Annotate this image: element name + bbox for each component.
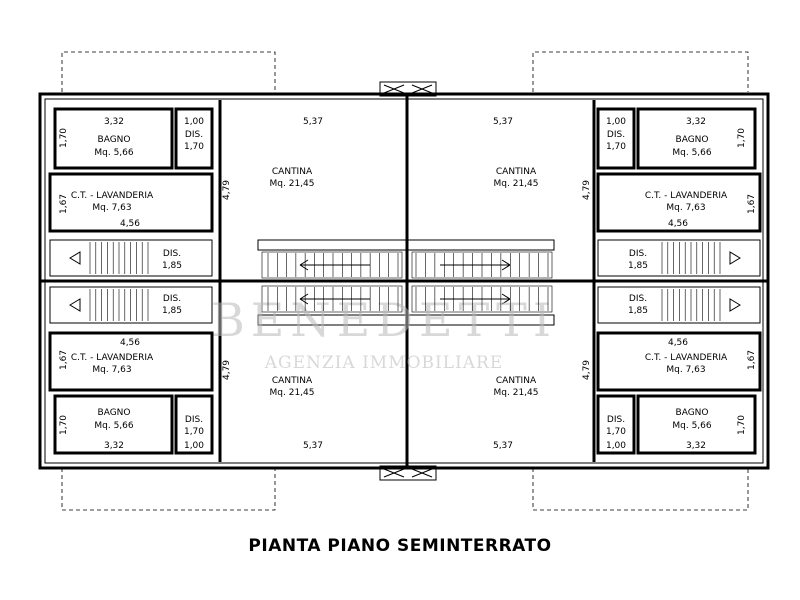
room-ct: C.T. - LAVANDERIA [71,191,154,201]
dim-ct-width: 4,56 [668,338,688,348]
room-cantina-area: Mq. 21,45 [494,388,539,398]
room-dis: DIS. [629,294,647,304]
dim-bagno-width: 3,32 [686,441,706,451]
watermark: BENEDETTI AGENZIA IMMOBILIARE [211,293,557,373]
room-boxes [48,107,762,455]
dim-ct-height: 1,67 [747,350,757,370]
room-cantina: CANTINA [272,167,313,177]
room-dis: DIS. [607,130,625,140]
room-bagno: BAGNO [676,135,709,145]
room-bagno: BAGNO [98,135,131,145]
room-dis-size: 1,70 [184,427,204,437]
dim-bagno-height: 1,70 [59,415,69,435]
dim-dis-width: 1,00 [606,441,626,451]
dim-dis-width: 1,00 [184,117,204,127]
dim-bagno-height: 1,70 [59,128,69,148]
room-bagno: BAGNO [98,408,131,418]
room-dis-size: 1,70 [606,427,626,437]
room-cantina-area: Mq. 21,45 [494,179,539,189]
room-dis: DIS. [163,249,181,259]
room-bagno-area: Mq. 5,66 [94,421,134,431]
room-bagno-area: Mq. 5,66 [94,148,134,158]
room-cantina: CANTINA [496,376,537,386]
dim-dis-width: 1,00 [606,117,626,127]
room-ct: C.T. - LAVANDERIA [71,353,154,363]
dim-bagno-height: 1,70 [737,128,747,148]
dim-ct-width: 4,56 [668,219,688,229]
room-dis-size: 1,85 [628,306,648,316]
dim-bagno-width: 3,32 [104,117,124,127]
dim-ct-height: 1,67 [59,350,69,370]
dim-cantina-width: 5,37 [303,117,323,127]
room-cantina: CANTINA [496,167,537,177]
room-dis-size: 1,70 [606,142,626,152]
dim-cantina-height: 4,79 [222,360,232,380]
dim-dis-width: 1,00 [184,441,204,451]
plan-title: PIANTA PIANO SEMINTERRATO [248,536,552,556]
room-dis-size: 1,85 [162,261,182,271]
room-ct-area: Mq. 7,63 [92,203,131,213]
room-ct-area: Mq. 7,63 [92,365,131,375]
watermark-brand: BENEDETTI [211,293,557,347]
room-dis-size: 1,85 [628,261,648,271]
dim-cantina-height: 4,79 [582,360,592,380]
dim-bagno-width: 3,32 [686,117,706,127]
room-dis: DIS. [163,294,181,304]
dim-cantina-height: 4,79 [222,180,232,200]
room-ct: C.T. - LAVANDERIA [645,353,728,363]
dim-cantina-width: 5,37 [493,441,513,451]
watermark-subtitle: AGENZIA IMMOBILIARE [264,353,504,373]
dim-cantina-height: 4,79 [582,180,592,200]
dim-ct-width: 4,56 [120,219,140,229]
dim-bagno-width: 3,32 [104,441,124,451]
stairs [49,239,761,326]
room-dis: DIS. [629,249,647,259]
windows [39,81,769,481]
room-ct: C.T. - LAVANDERIA [645,191,728,201]
room-ct-area: Mq. 7,63 [666,365,705,375]
room-dis-size: 1,70 [184,142,204,152]
terrace-outlines [61,51,749,511]
dim-ct-height: 1,67 [59,194,69,214]
room-dis: DIS. [607,415,625,425]
room-dis: DIS. [185,415,203,425]
dim-ct-width: 4,56 [120,338,140,348]
dim-cantina-width: 5,37 [303,441,323,451]
dim-ct-height: 1,67 [747,194,757,214]
room-dis: DIS. [185,130,203,140]
room-dis-size: 1,85 [162,306,182,316]
room-bagno-area: Mq. 5,66 [672,148,712,158]
dim-cantina-width: 5,37 [493,117,513,127]
room-bagno: BAGNO [676,408,709,418]
dim-bagno-height: 1,70 [737,415,747,435]
room-cantina-area: Mq. 21,45 [270,179,315,189]
room-ct-area: Mq. 7,63 [666,203,705,213]
room-labels: BAGNO Mq. 5,66 DIS. 1,70 C.T. - LAVANDER… [71,130,728,437]
interior-walls [40,94,768,468]
dimension-labels: 3,32 1,00 5,37 5,37 1,00 3,32 4,56 4,56 … [59,117,757,451]
room-cantina: CANTINA [272,376,313,386]
room-cantina-area: Mq. 21,45 [270,388,315,398]
room-bagno-area: Mq. 5,66 [672,421,712,431]
